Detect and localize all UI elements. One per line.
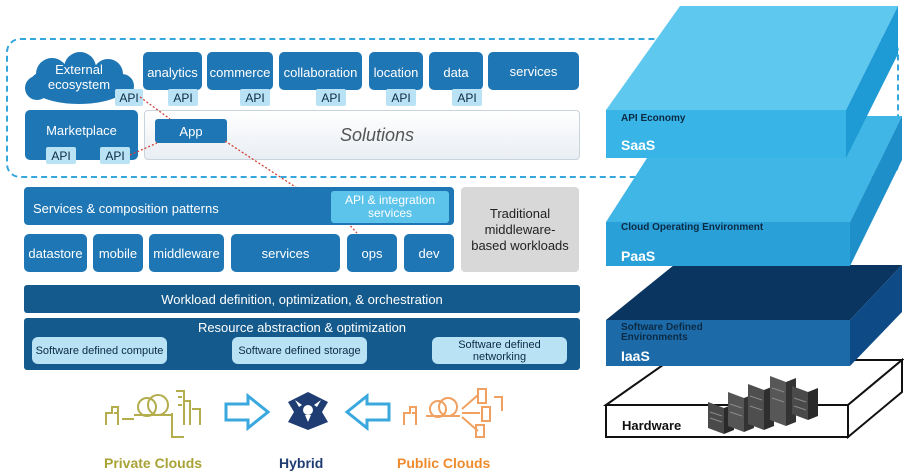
middleware-box[interactable]: middleware — [149, 234, 224, 272]
software-defined-storage[interactable]: Software defined storage — [232, 337, 367, 364]
datastore-box[interactable]: datastore — [24, 234, 87, 272]
location-box[interactable]: location — [369, 52, 423, 90]
saas-label: SaaS — [621, 137, 656, 153]
services-box[interactable]: services — [488, 52, 579, 90]
mobile-box[interactable]: mobile — [93, 234, 143, 272]
collaboration-api: API — [316, 89, 346, 106]
external-ecosystem-api: API — [115, 89, 143, 106]
api-integration-services[interactable]: API & integration services — [331, 191, 449, 223]
dev-box[interactable]: dev — [404, 234, 454, 272]
left-arrow-icon — [344, 392, 391, 432]
paas-description: Cloud Operating Environment — [621, 222, 764, 233]
iaas-description: Software Defined Environments — [621, 322, 703, 343]
ops-box[interactable]: ops — [347, 234, 397, 272]
analytics-api: API — [168, 89, 198, 106]
analytics-box[interactable]: analytics — [143, 52, 202, 90]
saas-description: API Economy — [621, 113, 686, 124]
paas-label: PaaS — [621, 248, 656, 264]
traditional-workloads: Traditional middleware-based workloads — [461, 187, 579, 272]
hybrid-icon — [288, 392, 328, 430]
public-clouds-icon — [403, 388, 503, 438]
iaas-label: IaaS — [621, 348, 650, 364]
private-clouds-icon — [105, 390, 201, 438]
solutions-label: Solutions — [339, 124, 415, 145]
software-defined-networking[interactable]: Software defined networking — [432, 337, 567, 364]
private-clouds-label: Private Clouds — [104, 455, 203, 471]
server-rack-icon — [708, 376, 818, 434]
location-api: API — [386, 89, 416, 106]
workload-bar: Workload definition, optimization, & orc… — [24, 285, 580, 313]
external-ecosystem-cloud-icon — [25, 52, 134, 104]
data-box[interactable]: data — [429, 52, 483, 90]
iaas-layer — [606, 265, 902, 366]
data-api: API — [452, 89, 482, 106]
resource-title: Resource abstraction & optimization — [197, 320, 407, 335]
services-mid-box[interactable]: services — [231, 234, 340, 272]
collaboration-box[interactable]: collaboration — [279, 52, 362, 90]
commerce-box[interactable]: commerce — [207, 52, 273, 90]
marketplace-api-2: API — [100, 147, 130, 164]
external-ecosystem-label: External ecosystem — [47, 62, 111, 92]
public-clouds-label: Public Clouds — [397, 455, 491, 471]
marketplace-api-1: API — [46, 147, 76, 164]
right-arrow-icon — [224, 392, 271, 432]
hybrid-label: Hybrid — [279, 455, 324, 471]
software-defined-compute[interactable]: Software defined compute — [32, 337, 167, 364]
cloud-stack-diagram — [602, 6, 904, 440]
services-composition-label: Services & composition patterns — [33, 201, 219, 216]
commerce-api: API — [240, 89, 270, 106]
saas-layer — [606, 6, 898, 158]
solutions-region — [6, 38, 899, 178]
hardware-label: Hardware — [622, 418, 682, 433]
app-box[interactable]: App — [155, 119, 227, 143]
